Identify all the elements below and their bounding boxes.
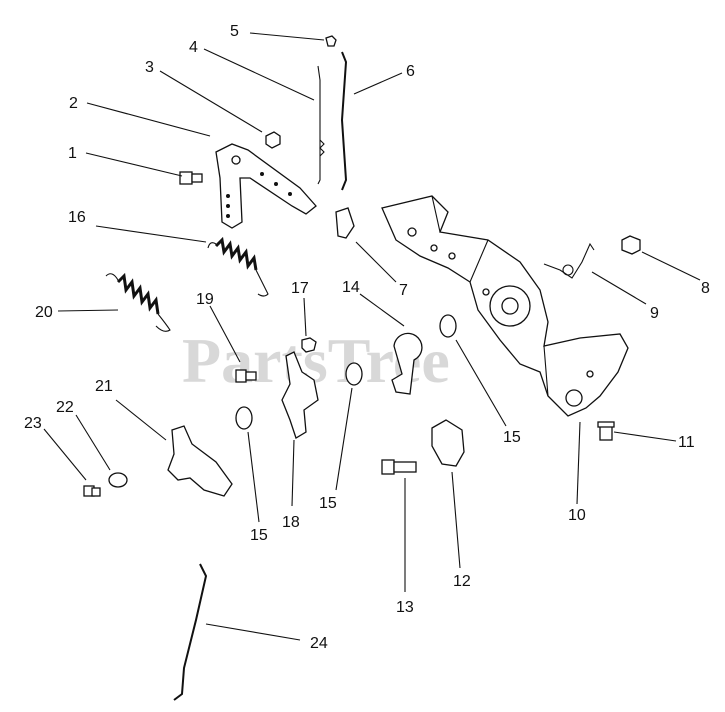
callout-12: 12	[453, 573, 471, 590]
part-spring-20	[105, 272, 171, 332]
part-screw-23	[83, 485, 101, 497]
callout-15-c: 15	[250, 527, 268, 544]
callout-22: 22	[56, 399, 74, 416]
part-bracket-21	[167, 425, 233, 497]
part-rod-24	[173, 563, 208, 701]
part-link-4	[317, 65, 321, 185]
part-washer-15-b	[345, 362, 363, 386]
leader-lines	[43, 32, 701, 641]
part-link-4-spring	[319, 139, 325, 157]
part-screw-19	[235, 369, 257, 383]
callout-24: 24	[310, 635, 328, 652]
part-throttle-lever	[215, 143, 317, 229]
callout-20: 20	[35, 304, 53, 321]
callout-1: 1	[68, 145, 77, 162]
part-spring-9-coil	[562, 264, 574, 276]
part-nut-3	[265, 131, 281, 149]
callout-15-a: 15	[503, 429, 521, 446]
part-cam-14	[391, 332, 423, 395]
part-screw-1	[179, 171, 203, 185]
callout-11: 11	[678, 434, 695, 451]
callout-18: 18	[282, 514, 300, 531]
callout-7: 7	[399, 282, 408, 299]
callout-6: 6	[406, 63, 415, 80]
part-nut-17	[301, 337, 317, 353]
callout-9: 9	[650, 305, 659, 322]
callout-16: 16	[68, 209, 86, 226]
callout-2: 2	[69, 95, 78, 112]
callout-19: 19	[196, 291, 214, 308]
part-clamp-12	[431, 419, 465, 467]
part-rod-6	[340, 51, 348, 191]
part-nut-5	[325, 35, 337, 47]
part-clip-7	[335, 207, 355, 239]
part-bolt-13	[381, 459, 417, 475]
callout-15-b: 15	[319, 495, 337, 512]
callout-labels: 1 2 3 4 5 6 7 8 9 10 11 12 13 14 15 15 1…	[24, 23, 710, 652]
callout-3: 3	[145, 59, 154, 76]
part-screw-11	[597, 421, 615, 441]
callout-14: 14	[342, 279, 360, 296]
part-washer-22	[108, 472, 128, 488]
callout-10: 10	[568, 507, 586, 524]
part-washer-15-c	[235, 406, 253, 430]
part-control-bracket	[381, 195, 629, 417]
callout-21: 21	[95, 378, 113, 395]
callout-5: 5	[230, 23, 239, 40]
part-lever-18	[281, 351, 319, 439]
callout-8: 8	[701, 280, 710, 297]
callout-4: 4	[189, 39, 198, 56]
part-nut-8	[621, 235, 641, 255]
part-washer-15-a	[439, 314, 457, 338]
callout-23: 23	[24, 415, 42, 432]
callout-17: 17	[291, 280, 309, 297]
part-spring-16	[207, 236, 269, 297]
callout-13: 13	[396, 599, 414, 616]
part-spring-9	[543, 242, 595, 279]
